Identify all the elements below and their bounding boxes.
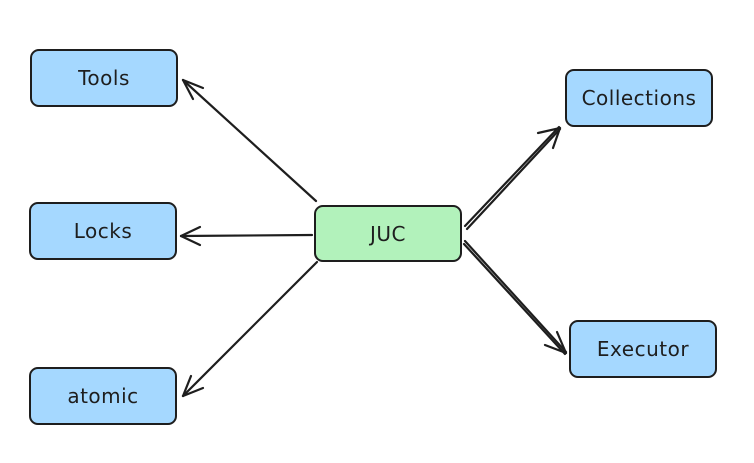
node-collections-label: Collections [581, 86, 697, 110]
node-locks: Locks [29, 202, 177, 260]
edge-juc-atomic [181, 260, 319, 398]
node-executor: Executor [569, 320, 717, 378]
edge-juc-tools [181, 78, 318, 203]
node-tools-label: Tools [78, 66, 130, 90]
node-atomic-label: atomic [67, 384, 139, 408]
node-juc: JUC [314, 205, 462, 262]
node-executor-label: Executor [596, 337, 690, 361]
node-juc-label: JUC [369, 221, 406, 246]
edge-juc-collections [463, 125, 562, 231]
node-atomic: atomic [29, 367, 177, 425]
edge-juc-locks [179, 225, 314, 247]
node-tools: Tools [30, 49, 178, 107]
node-locks-label: Locks [73, 219, 133, 243]
node-collections: Collections [565, 69, 713, 127]
edge-juc-executor [462, 239, 568, 356]
